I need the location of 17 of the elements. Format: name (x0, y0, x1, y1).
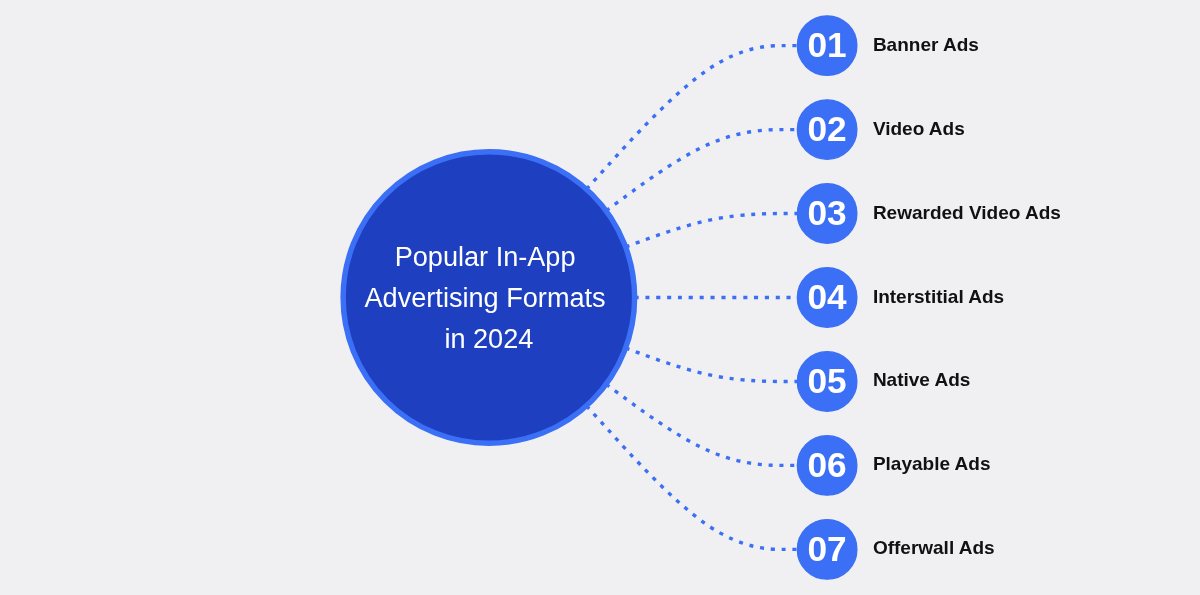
node-circle: Popular In-App Advertising Formats in 2024 (340, 149, 638, 446)
node-circle: 04 (796, 267, 858, 328)
connector (585, 43, 798, 191)
format-label: Playable Ads (872, 453, 991, 476)
node-circle: 03 (796, 183, 858, 244)
format-label: Offerwall Ads (872, 537, 995, 560)
format-label: Native Ads (872, 369, 971, 392)
node-circle: 02 (796, 99, 858, 161)
connector (585, 404, 798, 552)
format-label: Video Ads (872, 117, 965, 140)
node-circle: 07 (796, 518, 858, 580)
node-circle: 06 (796, 434, 858, 496)
format-label: Rewarded Video Ads (872, 201, 1061, 224)
format-label: Interstitial Ads (872, 285, 1005, 308)
node-circle: 05 (796, 351, 858, 412)
format-label: Banner Ads (872, 33, 979, 56)
node-circle: 01 (796, 15, 858, 77)
